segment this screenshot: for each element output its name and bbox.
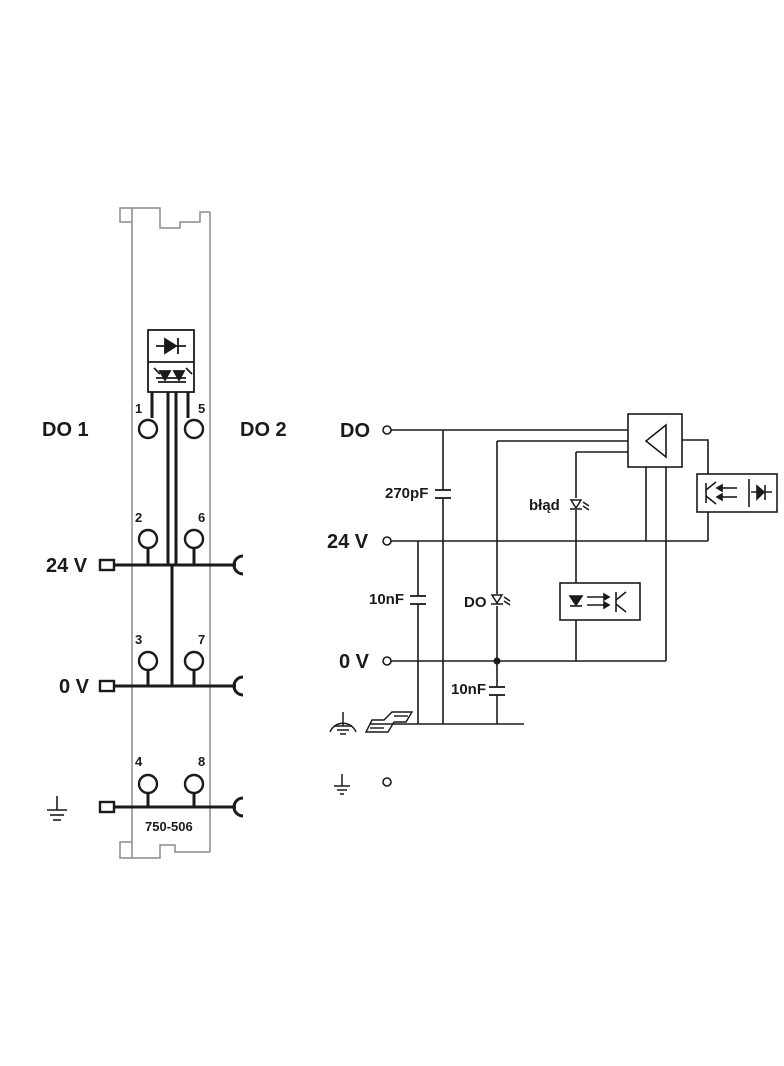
optocoupler-right [696, 473, 778, 513]
terminal-2 [137, 528, 159, 550]
protective-earth-icon [329, 712, 357, 735]
terminal-5 [183, 418, 205, 440]
module-housing [119, 207, 211, 859]
pin-1: 1 [135, 401, 142, 416]
module-rails [114, 548, 244, 818]
pin-4: 4 [135, 754, 143, 769]
led-error-icon [569, 499, 590, 511]
rail-contacts-left [98, 558, 116, 814]
label-cap-10nf-bottom: 10nF [451, 681, 486, 698]
terminal-4 [137, 773, 159, 795]
label-do-schematic: DO [340, 420, 370, 442]
label-0v-module: 0 V [59, 676, 90, 698]
terminal-7 [183, 650, 205, 672]
label-24v-module: 24 V [46, 555, 88, 577]
terminal-6 [183, 528, 205, 550]
pin-2: 2 [135, 510, 142, 525]
din-rail-icon [364, 711, 414, 733]
label-led-error: błąd [529, 497, 560, 514]
optocoupler-block [559, 582, 641, 621]
label-do2: DO 2 [240, 419, 287, 441]
module-terminals [137, 418, 205, 795]
ground-icon-schematic [334, 774, 350, 795]
label-do1: DO 1 [42, 419, 89, 441]
status-led-block [147, 329, 195, 393]
terminal-3 [137, 650, 159, 672]
label-0v-schematic: 0 V [339, 651, 370, 673]
label-cap-10nf-left: 10nF [369, 591, 404, 608]
label-24v-schematic: 24 V [327, 531, 369, 553]
terminal-8 [183, 773, 205, 795]
led-do-icon [490, 594, 511, 606]
label-cap-270pf: 270pF [385, 485, 428, 502]
ground-icon [47, 796, 67, 821]
pin-7: 7 [198, 632, 205, 647]
pin-6: 6 [198, 510, 205, 525]
pin-5: 5 [198, 401, 205, 416]
pin-3: 3 [135, 632, 142, 647]
label-led-do: DO [464, 594, 487, 611]
schematic-wires [370, 429, 709, 725]
module-internal-wires [150, 392, 190, 686]
junction-dot [493, 657, 501, 665]
model-number: 750-506 [145, 819, 193, 834]
schematic-terminals [382, 425, 392, 787]
terminal-1 [137, 418, 159, 440]
pin-8: 8 [198, 754, 205, 769]
capacitor-symbols [410, 489, 505, 696]
driver-block [627, 413, 683, 468]
